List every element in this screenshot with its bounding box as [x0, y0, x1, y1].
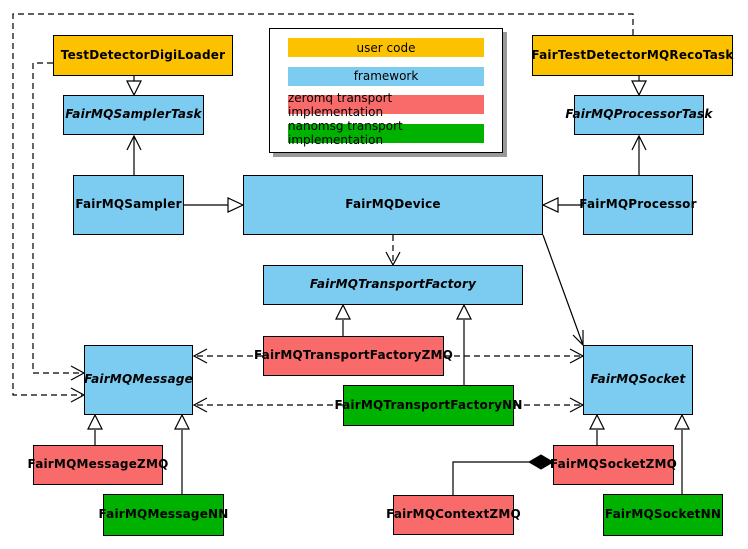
node-fairmqsocket: FairMQSocket [583, 345, 693, 415]
legend: user code framework zeromq transport imp… [269, 28, 503, 153]
edge-messagezmq-message [87, 413, 103, 445]
node-label: FairMQSamplerTask [65, 107, 202, 122]
legend-label-zeromq: zeromq transport implementation [288, 90, 393, 119]
node-label: FairMQTransportFactoryZMQ [253, 348, 454, 363]
node-label: FairMQMessageNN [98, 507, 229, 522]
node-label: FairMQMessage [84, 372, 193, 387]
edge-factorynn-message [192, 397, 343, 413]
node-fairmqsocketnn: FairMQSocketNN [603, 494, 723, 536]
node-label: FairMQSocket [590, 372, 686, 387]
edge-processor-processortask [631, 134, 647, 175]
node-fairmqdevice: FairMQDevice [243, 175, 543, 235]
node-fairmqcontextzmq: FairMQContextZMQ [386, 495, 521, 535]
node-label: FairMQSocketZMQ [549, 457, 678, 472]
edge-sampler-samplertask [126, 134, 142, 175]
node-fairmqtransportfactorynn: FairMQTransportFactoryNN [334, 385, 522, 426]
node-label: FairTestDetectorMQRecoTask [531, 47, 734, 62]
node-label: FairMQMessageZMQ [27, 457, 169, 472]
node-label: FairMQContextZMQ [386, 507, 521, 522]
node-fairmqmessagenn: FairMQMessageNN [98, 494, 228, 536]
node-fairmqmessage: FairMQMessage [84, 345, 193, 415]
edge-messagenn-message [174, 413, 190, 494]
node-label: FairMQSocketNN [604, 507, 722, 522]
node-fairmqtransportfactoryzmq: FairMQTransportFactoryZMQ [254, 336, 453, 376]
node-label: TestDetectorDigiLoader [60, 47, 226, 62]
node-label: FairMQTransportFactory [309, 277, 477, 292]
legend-label-user-code: user code [356, 40, 416, 55]
node-fairmqsamplertask: FairMQSamplerTask [63, 95, 204, 135]
node-label: FairMQDevice [345, 197, 441, 212]
node-label: FairMQTransportFactoryNN [334, 397, 523, 412]
node-fairtestdetectormqrecotask: FairTestDetectorMQRecoTask [531, 35, 734, 76]
edge-factoryzmq-factory [335, 303, 351, 336]
legend-item-nanomsg: nanomsg transport implementation [288, 119, 484, 147]
node-fairmqsampler: FairMQSampler [73, 175, 184, 235]
node-fairmqmessagezmq: FairMQMessageZMQ [28, 445, 168, 485]
legend-item-user-code: user code [288, 38, 484, 58]
edge-recotask-processortask [631, 76, 647, 97]
edge-contextzmq-socketzmq [452, 454, 554, 495]
node-fairmqprocessor: FairMQProcessor [579, 175, 697, 235]
legend-label-framework: framework [353, 69, 419, 84]
node-fairmqprocessortask: FairMQProcessorTask [565, 95, 712, 135]
edge-digiloader-samplertask [126, 76, 142, 97]
legend-item-zeromq: zeromq transport implementation [288, 91, 484, 119]
edge-factoryzmq-socket [444, 348, 585, 364]
edge-factorynn-factory [456, 303, 472, 385]
edge-device-socket [542, 234, 584, 347]
node-label: FairMQSampler [75, 197, 182, 212]
legend-label-nanomsg: nanomsg transport implementation [288, 119, 403, 148]
node-label: FairMQProcessorTask [565, 107, 713, 122]
edge-socketnn-socket [674, 413, 690, 494]
node-fairmqtransportfactory: FairMQTransportFactory [263, 265, 523, 305]
legend-item-framework: framework [288, 66, 484, 86]
node-testdetectordigiloader: TestDetectorDigiLoader [53, 35, 233, 76]
edge-processor-device [541, 197, 583, 213]
edge-device-transportfactory [385, 235, 401, 267]
edge-factorynn-socket [514, 397, 585, 413]
edge-sampler-device [184, 197, 245, 213]
edge-factoryzmq-message [192, 348, 263, 364]
edge-socketzmq-socket [589, 413, 605, 445]
node-label: FairMQProcessor [579, 197, 697, 212]
node-fairmqsocketzmq: FairMQSocketZMQ [549, 445, 678, 485]
